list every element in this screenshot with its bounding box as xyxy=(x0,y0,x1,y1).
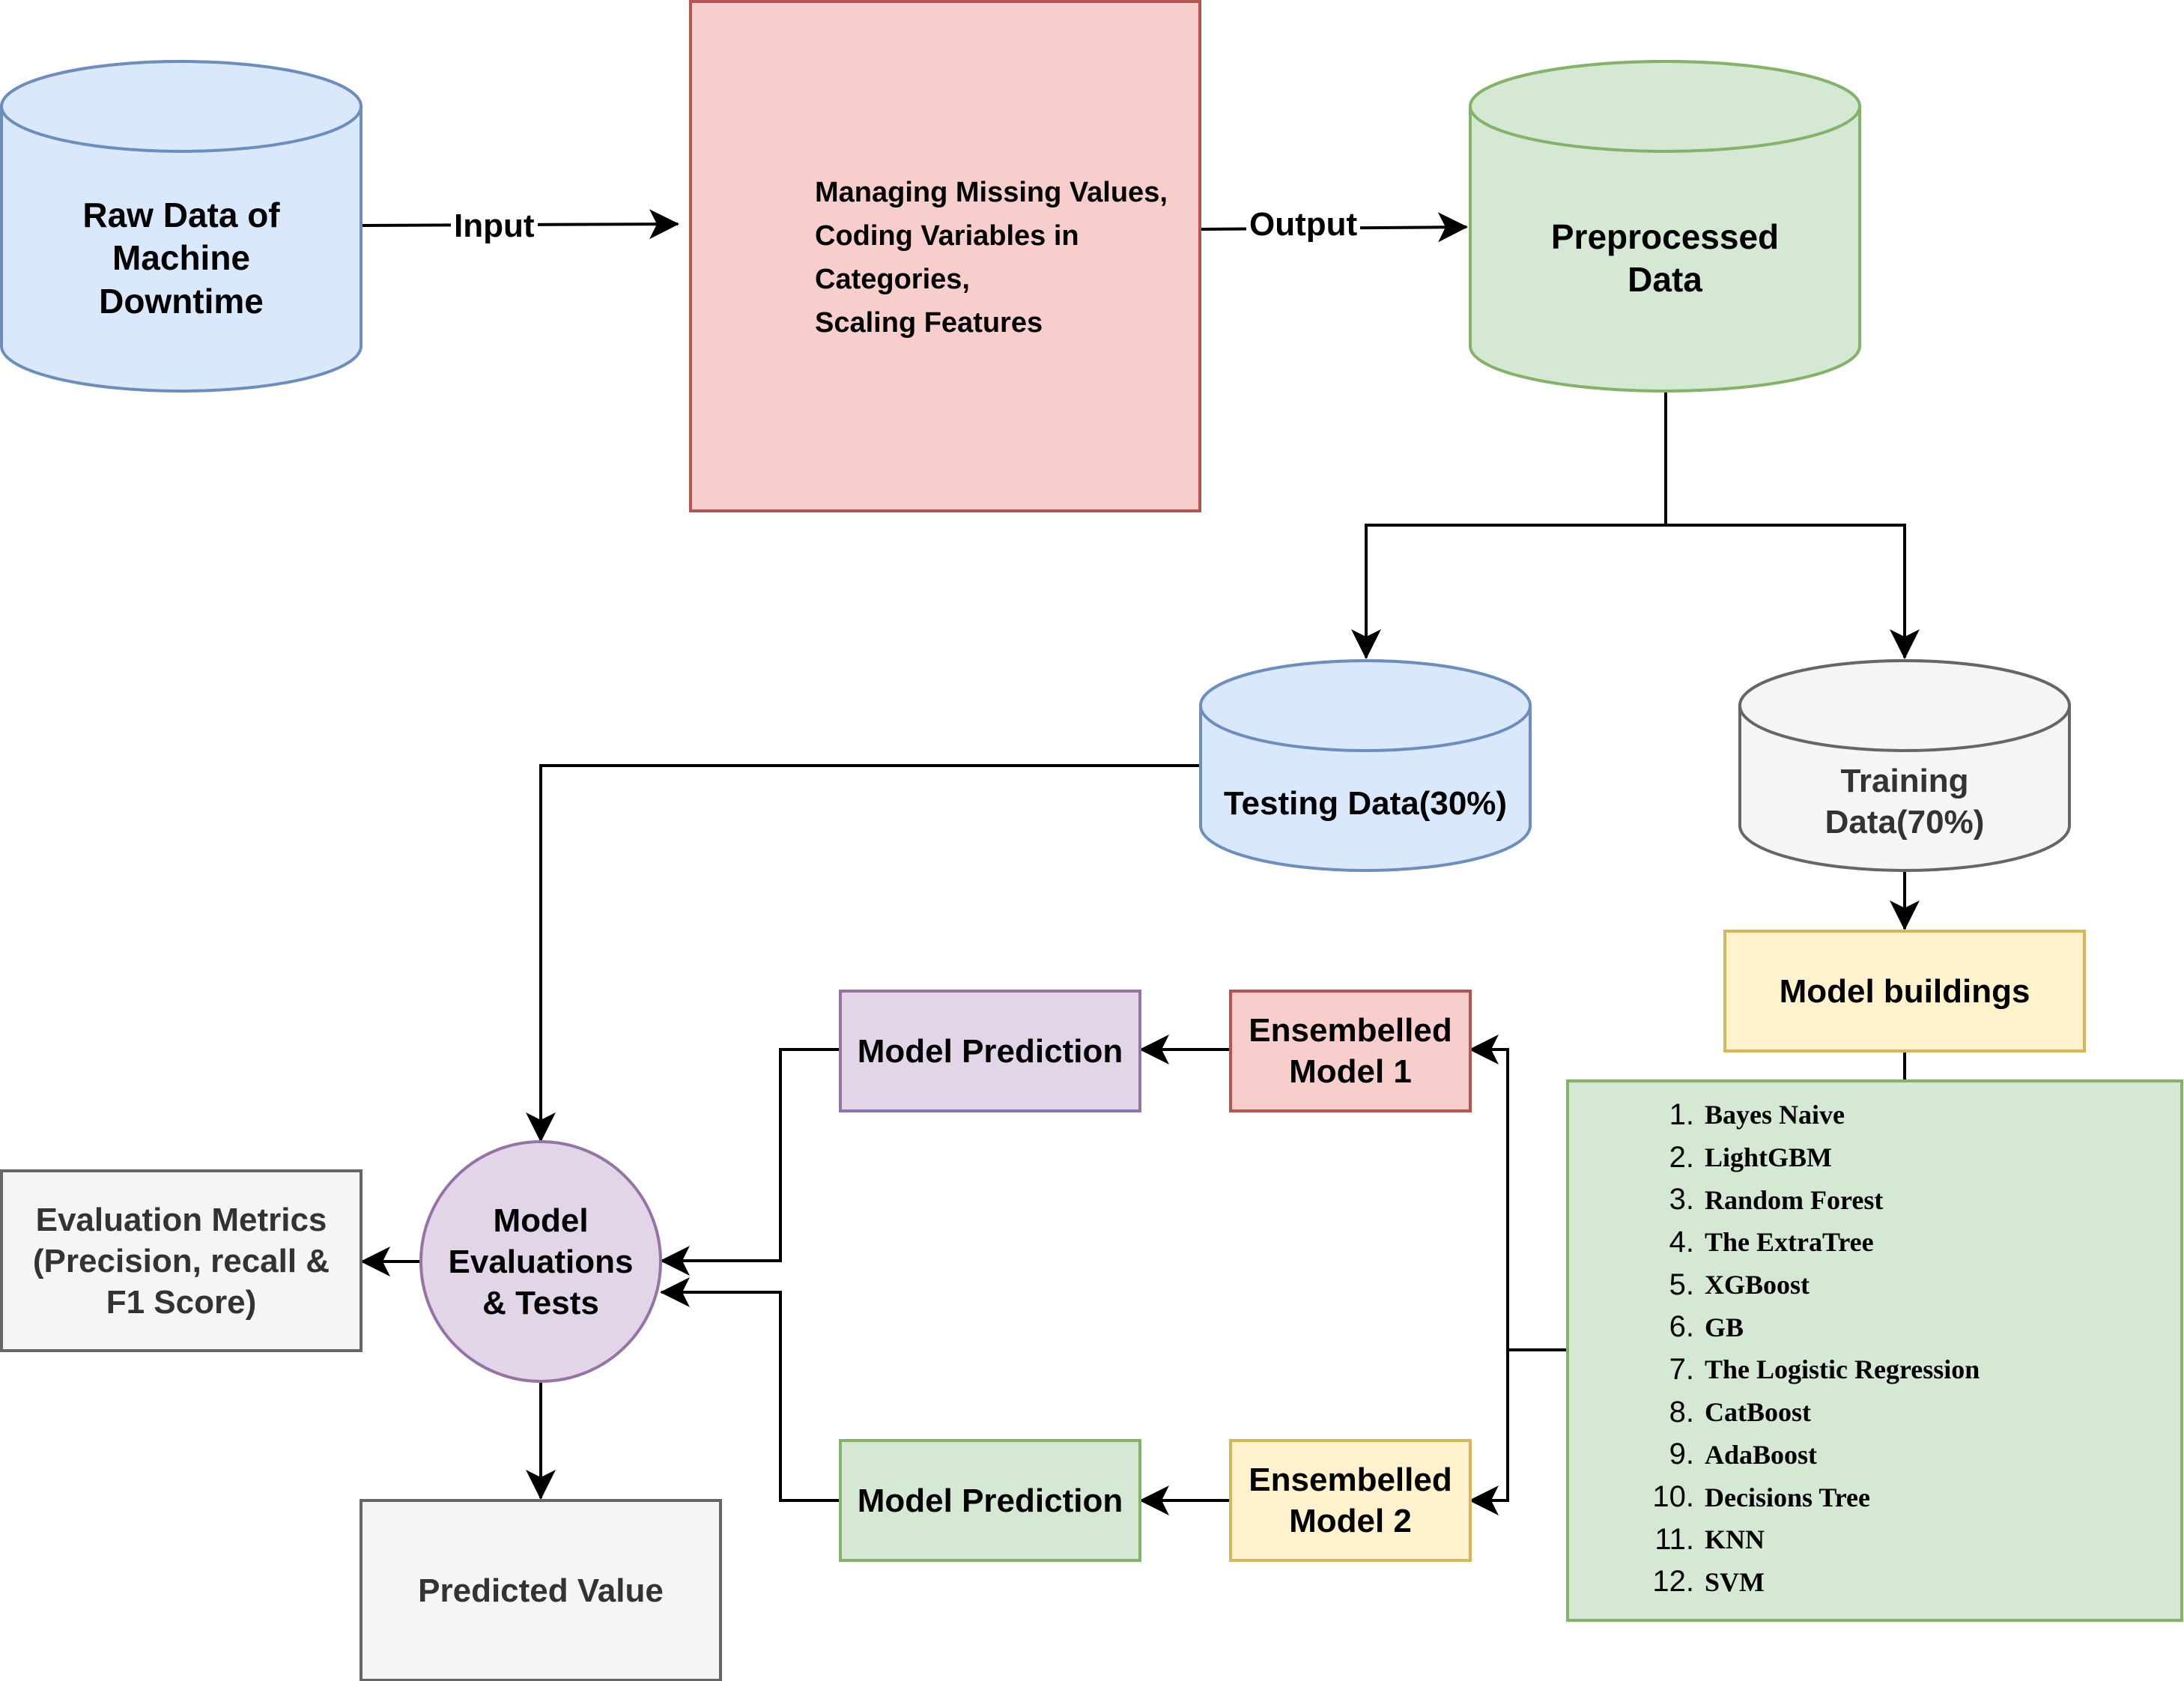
preprocessing-step: Categories, xyxy=(815,264,970,295)
training-data-cylinder xyxy=(1738,659,2071,872)
list-number: 5. xyxy=(1669,1267,1694,1301)
model-name: LightGBM xyxy=(1705,1142,1833,1173)
list-item: 10. Decisions Tree xyxy=(1648,1476,1980,1518)
model-name: Decisions Tree xyxy=(1705,1482,1870,1512)
model-list: 1. Bayes Naive 2. LightGBM 3. Random Forest… xyxy=(1648,1094,1980,1603)
list-number: 12. xyxy=(1652,1565,1694,1599)
model-prediction-1-box xyxy=(839,990,1141,1112)
list-item: 7. The Logistic Regression xyxy=(1648,1348,1980,1391)
list-number: 7. xyxy=(1669,1352,1694,1386)
raw-data-label: Raw Data of Machine Downtime xyxy=(82,195,280,321)
model-buildings-box xyxy=(1723,930,2086,1052)
preprocessing-step: Managing Missing Values, xyxy=(815,177,1168,208)
ensembled-model-1-label: Ensembelled Model 1 xyxy=(1249,1012,1452,1090)
model-prediction-2-label: Model Prediction xyxy=(857,1482,1123,1519)
raw-data-cylinder xyxy=(0,60,363,393)
edge-testing-to-evaluation xyxy=(526,764,1201,1142)
edge-prediction2-to-evaluation xyxy=(660,1277,840,1502)
list-item: 1. Bayes Naive xyxy=(1648,1094,1980,1136)
preprocessing-steps-list: Managing Missing Values, Coding Variable… xyxy=(815,171,1168,345)
model-name: SVM xyxy=(1705,1566,1765,1597)
list-item: 3. Random Forest xyxy=(1648,1178,1980,1221)
list-number: 6. xyxy=(1669,1310,1694,1344)
model-prediction-1-label: Model Prediction xyxy=(857,1032,1123,1070)
preprocessing-step: Coding Variables in xyxy=(815,220,1079,252)
list-number: 4. xyxy=(1669,1225,1694,1259)
model-name: The Logistic Regression xyxy=(1705,1354,1980,1385)
list-number: 9. xyxy=(1669,1438,1694,1471)
model-list-box xyxy=(1566,1079,2183,1622)
list-item: 11. KNN xyxy=(1648,1518,1980,1561)
input-edge-label: Input xyxy=(451,210,538,243)
list-number: 8. xyxy=(1669,1395,1694,1429)
ensembled-model-1-box xyxy=(1229,990,1472,1112)
ensembled-model-2-label: Ensembelled Model 2 xyxy=(1249,1462,1452,1539)
model-prediction-2-box xyxy=(839,1439,1141,1562)
list-number: 10. xyxy=(1652,1480,1694,1514)
evaluation-metrics-label: Evaluation Metrics (Precision, recall & … xyxy=(32,1201,330,1321)
predicted-value-box xyxy=(360,1499,722,1681)
model-name: XGBoost xyxy=(1705,1270,1810,1300)
ensembled-model-2-box xyxy=(1229,1439,1472,1562)
list-number: 3. xyxy=(1669,1183,1694,1217)
model-name: The ExtraTree xyxy=(1705,1227,1874,1258)
list-item: 8. CatBoost xyxy=(1648,1391,1980,1434)
model-name: KNN xyxy=(1705,1524,1765,1555)
testing-data-cylinder xyxy=(1199,659,1532,872)
model-buildings-label: Model buildings xyxy=(1779,972,2030,1010)
list-item: 6. GB xyxy=(1648,1306,1980,1348)
preprocessed-data-label: Preprocessed Data xyxy=(1550,216,1780,300)
edge-prediction1-to-evaluation xyxy=(660,1048,840,1276)
model-name: CatBoost xyxy=(1705,1397,1811,1428)
edge-list-to-ensemble-2 xyxy=(1469,1350,1509,1515)
predicted-value-label: Predicted Value xyxy=(418,1572,664,1609)
training-data-label: Training Data(70%) xyxy=(1824,763,1985,840)
list-item: 5. XGBoost xyxy=(1648,1264,1980,1306)
evaluation-metrics-box xyxy=(0,1169,363,1352)
edge-list-to-ensembles xyxy=(1469,1035,1568,1351)
list-item: 4. The ExtraTree xyxy=(1648,1221,1980,1264)
model-name: GB xyxy=(1705,1312,1744,1342)
preprocessing-step: Scaling Features xyxy=(815,307,1043,339)
list-number: 1. xyxy=(1669,1097,1694,1131)
model-name: AdaBoost xyxy=(1705,1439,1818,1470)
list-item: 9. AdaBoost xyxy=(1648,1434,1980,1476)
preprocessed-data-cylinder xyxy=(1469,60,1861,393)
list-number: 2. xyxy=(1669,1140,1694,1174)
list-number: 11. xyxy=(1654,1522,1694,1556)
model-name: Bayes Naive xyxy=(1705,1100,1845,1130)
edge-preprocessed-to-training xyxy=(1666,524,1920,659)
model-name: Random Forest xyxy=(1705,1184,1884,1215)
model-evaluations-circle xyxy=(419,1140,662,1383)
list-item: 2. LightGBM xyxy=(1648,1136,1980,1179)
edge-preprocessed-to-testing xyxy=(1351,391,1667,659)
output-edge-label: Output xyxy=(1246,208,1361,241)
preprocessing-box xyxy=(689,0,1201,512)
list-item: 12. SVM xyxy=(1648,1561,1980,1604)
model-evaluations-label: Model Evaluations & Tests xyxy=(448,1202,634,1321)
testing-data-label: Testing Data(30%) xyxy=(1223,784,1508,822)
